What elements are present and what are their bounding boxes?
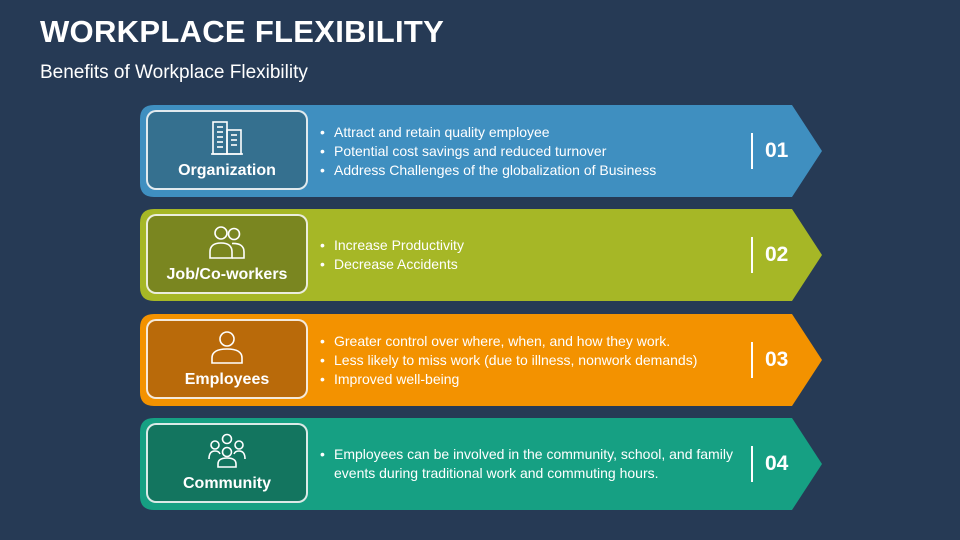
community-icon: [148, 433, 306, 469]
page-title: WORKPLACE FLEXIBILITY: [40, 14, 445, 49]
bullet-list: Greater control over where, when, and ho…: [318, 314, 738, 406]
bullet-item: Employees can be involved in the communi…: [318, 445, 738, 483]
bullet-item: Address Challenges of the globalization …: [318, 161, 738, 180]
step-number: 03: [765, 348, 789, 371]
benefit-row-job-coworkers: Job/Co-workers Increase Productivity Dec…: [140, 209, 822, 301]
bullet-list: Employees can be involved in the communi…: [318, 418, 738, 510]
bullet-item: Increase Productivity: [318, 236, 738, 255]
category-label: Employees: [184, 371, 270, 388]
bullet-item: Improved well-being: [318, 370, 738, 389]
bullet-list: Increase Productivity Decrease Accidents: [318, 209, 738, 301]
divider-line: [751, 237, 753, 273]
benefit-row-community: Community Employees can be involved in t…: [140, 418, 822, 510]
person-icon: [148, 329, 306, 365]
step-number: 04: [765, 452, 789, 475]
benefit-row-employees: Employees Greater control over where, wh…: [140, 314, 822, 406]
divider-line: [751, 133, 753, 169]
benefit-row-organization: Organization Attract and retain quality …: [140, 105, 822, 197]
category-label: Organization: [178, 162, 276, 179]
coworkers-icon: [148, 224, 306, 260]
category-label: Job/Co-workers: [166, 266, 288, 283]
divider-line: [751, 342, 753, 378]
building-icon: [148, 120, 306, 156]
bullet-item: Greater control over where, when, and ho…: [318, 332, 738, 351]
page-subtitle: Benefits of Workplace Flexibility: [40, 62, 308, 83]
bullet-item: Potential cost savings and reduced turno…: [318, 142, 738, 161]
category-box: Employees: [146, 319, 308, 399]
category-box: Organization: [146, 110, 308, 190]
category-label: Community: [183, 475, 271, 492]
bullet-item: Decrease Accidents: [318, 255, 738, 274]
bullet-item: Attract and retain quality employee: [318, 123, 738, 142]
divider-line: [751, 446, 753, 482]
category-box: Community: [146, 423, 308, 503]
step-number: 01: [765, 139, 789, 162]
bullet-item: Less likely to miss work (due to illness…: [318, 351, 738, 370]
bullet-list: Attract and retain quality employee Pote…: [318, 105, 738, 197]
step-number: 02: [765, 243, 789, 266]
category-box: Job/Co-workers: [146, 214, 308, 294]
